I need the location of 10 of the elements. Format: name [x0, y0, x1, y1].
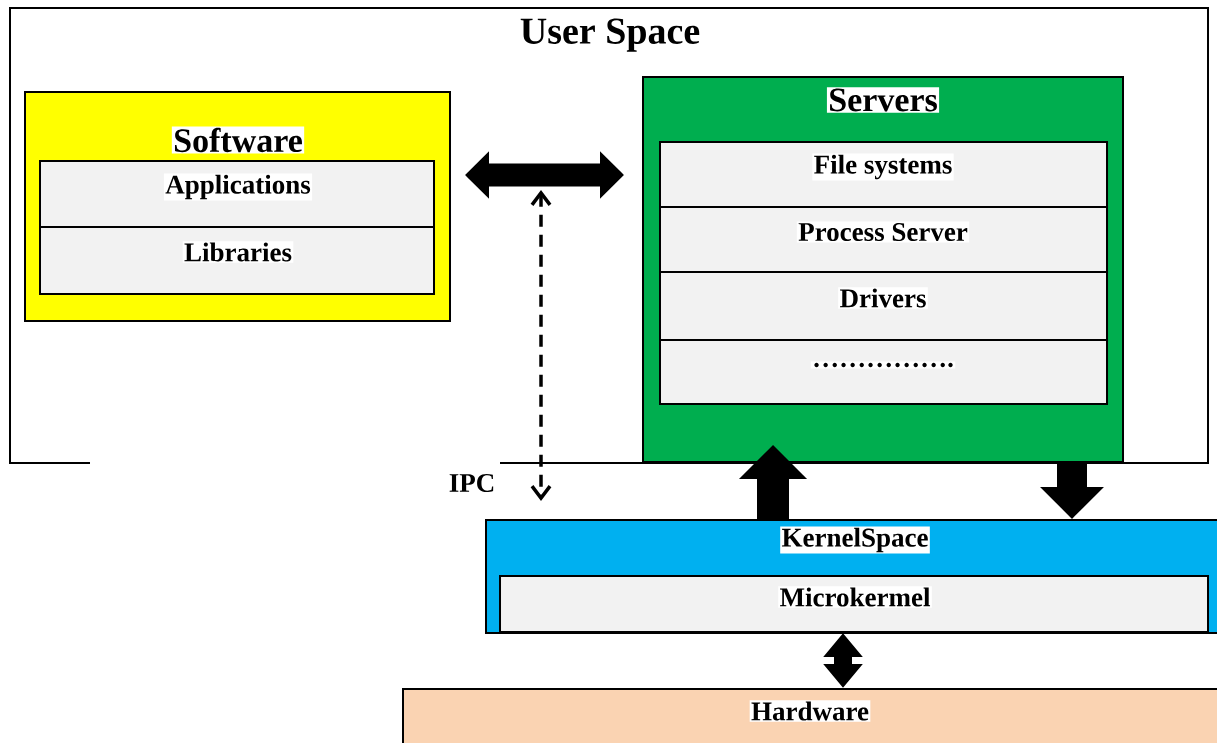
layer-box: Drivers [659, 271, 1108, 341]
layer-box: Hardware [402, 688, 1217, 743]
layer-box: Process Server [659, 206, 1108, 273]
layer-box: ……………. [659, 339, 1108, 405]
edge-label: IPC [447, 472, 497, 494]
layer-box: Microkermel [499, 575, 1209, 633]
layer-box: Libraries [39, 226, 435, 295]
arrow [530, 190, 552, 501]
layer-box: File systems [659, 141, 1108, 208]
layer-box: Applications [39, 160, 435, 228]
